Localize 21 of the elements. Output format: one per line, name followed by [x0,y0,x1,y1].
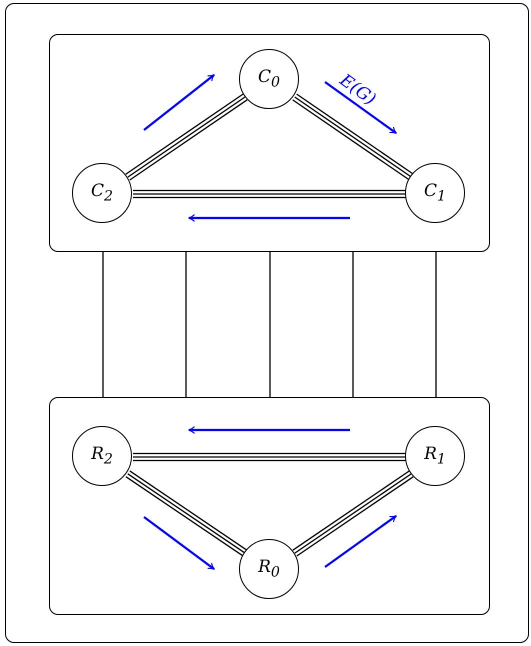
node-label: C$_{1}$ [424,181,446,205]
node-label: R$_{1}$ [424,444,446,468]
connector-line [185,252,187,397]
triple-line [132,190,407,198]
group-box [48,34,490,252]
node-label: C$_{2}$ [90,181,114,205]
node-label: R$_{2}$ [91,444,113,468]
node-circle [239,49,299,109]
triple-line [132,452,407,462]
connector-line [352,252,354,397]
node-label: C$_{0}$ [258,67,280,91]
triple-line [125,470,248,557]
connector-line [269,252,271,397]
node-label: R$_{0}$ [258,557,280,581]
triple-line [292,470,414,557]
group-box [5,3,529,643]
connector-line [435,252,437,397]
triple-line [292,93,414,181]
group-box [48,396,490,614]
triple-line [125,93,248,181]
connector-line [102,252,104,397]
